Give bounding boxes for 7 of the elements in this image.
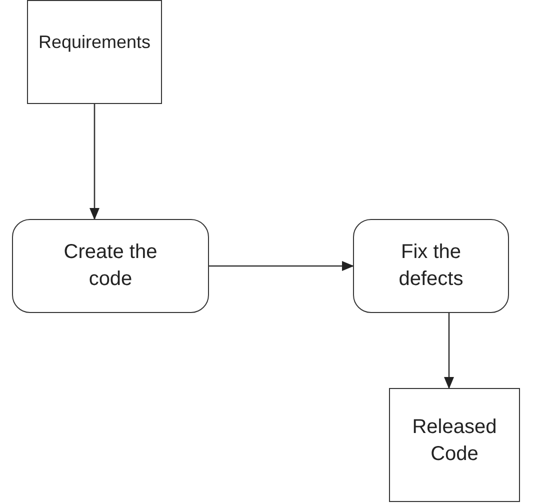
- process-box: Fix the defects: [353, 219, 509, 313]
- process-box: Create the code: [12, 219, 209, 313]
- process-box: Released Code: [389, 388, 520, 502]
- arrow: [209, 261, 354, 271]
- arrow: [444, 313, 454, 389]
- process-box: Requirements: [27, 0, 162, 104]
- arrow: [90, 104, 100, 220]
